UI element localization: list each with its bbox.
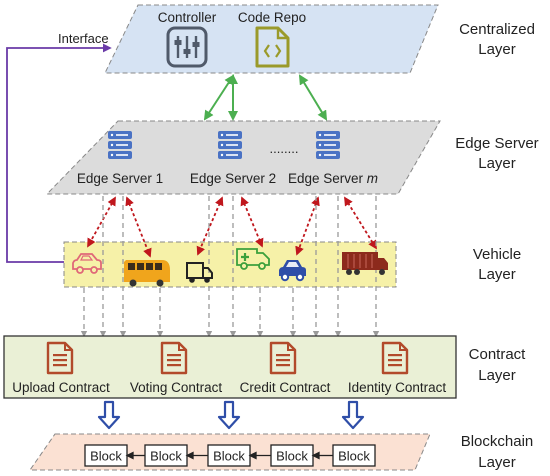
down-arrow [341, 400, 365, 430]
red-arrow-1 [87, 196, 116, 248]
centralized-layer-title: Centralized [459, 21, 535, 38]
car-icon [279, 260, 306, 282]
contract-layer-box [3, 335, 457, 399]
chain-link-arrowhead [311, 451, 320, 460]
sliders-icon [166, 26, 208, 68]
red-arrow-5 [295, 196, 320, 256]
server-icon [108, 131, 132, 159]
block-chain: Block Block Block Block Block [84, 444, 376, 467]
code-file-icon [255, 26, 290, 68]
block-label: Block [90, 449, 122, 464]
ellipsis-dots: ........ [270, 141, 299, 156]
credit-contract-label: Credit Contract [240, 380, 331, 395]
bus-icon [124, 260, 170, 287]
contract-layer-subtitle: Layer [478, 367, 516, 384]
vehicle-layer-subtitle: Layer [478, 266, 516, 283]
interface-label: Interface [58, 31, 109, 46]
down-arrow [217, 400, 241, 430]
interface-line [6, 43, 112, 263]
down-arrow [97, 400, 121, 430]
voting-contract-label: Voting Contract [130, 380, 223, 395]
edge-server-layer-plane [45, 120, 441, 195]
contract-layer-title: Contract [469, 346, 527, 363]
blockchain-layer-title: Blockchain [461, 433, 534, 450]
chain-link-arrowhead [248, 451, 257, 460]
vehicle-layer-band [63, 241, 397, 288]
green-arrow-1 [203, 74, 235, 121]
red-arrow-2 [125, 196, 152, 258]
cargo-truck-icon [342, 252, 388, 275]
blockchain-layer-subtitle: Layer [478, 454, 516, 471]
edge-layer-title: Edge Server [455, 135, 538, 152]
controller-label: Controller [158, 10, 217, 25]
centralized-layer-subtitle: Layer [478, 41, 516, 58]
block-label: Block [338, 449, 370, 464]
server-icon [218, 131, 242, 159]
green-arrow-3 [298, 74, 328, 121]
edge-server-m-label: Edge Server m [288, 171, 378, 186]
block-label: Block [150, 449, 182, 464]
red-arrow-6 [344, 196, 377, 250]
edge-layer-subtitle: Layer [478, 155, 516, 172]
identity-contract-label: Identity Contract [348, 380, 447, 395]
chain-link-arrowhead [185, 451, 194, 460]
edge-server-1-label: Edge Server 1 [77, 171, 163, 186]
chain-link-arrowhead [125, 451, 134, 460]
truck-icon [186, 262, 213, 283]
block-label: Block [276, 449, 308, 464]
car-icon [72, 253, 102, 274]
ambulance-icon [236, 248, 270, 270]
block-label: Block [213, 449, 245, 464]
vehicle-layer-title: Vehicle [473, 246, 521, 263]
centralized-layer-plane [104, 4, 439, 74]
code-repo-label: Code Repo [238, 10, 306, 25]
edge-server-2-label: Edge Server 2 [190, 171, 276, 186]
red-arrow-3 [196, 196, 224, 256]
red-arrow-4 [240, 196, 264, 248]
server-icon [316, 131, 340, 159]
upload-contract-label: Upload Contract [12, 380, 110, 395]
